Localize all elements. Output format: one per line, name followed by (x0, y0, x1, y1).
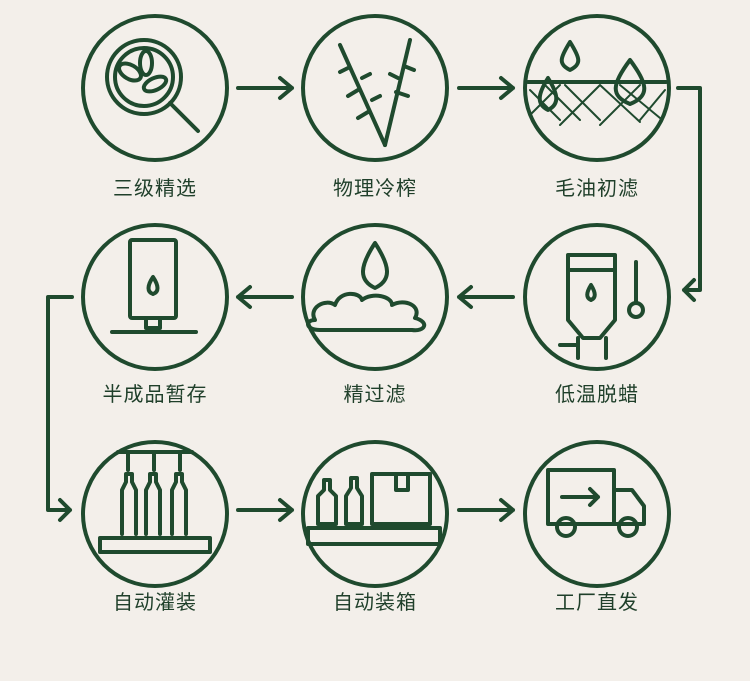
step-circle (523, 14, 671, 162)
step-circle (523, 440, 671, 588)
arrow-right-icon (457, 498, 515, 522)
delivery-truck-icon (546, 468, 646, 538)
tank-thermometer-icon (558, 253, 645, 360)
storage-tank-icon (110, 238, 198, 334)
step-label-selection: 三级精选 (113, 176, 197, 200)
step-circle (81, 440, 229, 588)
arrow-right-icon (236, 76, 294, 100)
arrow-left-icon (457, 285, 515, 309)
step-circle (81, 223, 229, 371)
arrow-right-icon (236, 498, 294, 522)
step-circle (301, 14, 449, 162)
connector-arrow-icon (46, 295, 74, 522)
arrow-right-icon (457, 76, 515, 100)
step-label-boxing: 自动装箱 (333, 590, 417, 614)
step-circle (301, 440, 449, 588)
step-label-shipping: 工厂直发 (555, 590, 639, 614)
drop-cloud-icon (306, 241, 427, 333)
bottle-filling-icon (98, 450, 212, 554)
step-label-storage: 半成品暂存 (102, 382, 208, 406)
connector-arrow-icon (676, 86, 702, 302)
step-circle (81, 14, 229, 162)
boxing-conveyor-icon (306, 472, 442, 546)
step-label-filling: 自动灌装 (113, 590, 197, 614)
step-label-dewaxing: 低温脱蜡 (555, 382, 639, 406)
step-label-crude-filter: 毛油初滤 (555, 176, 639, 200)
oil-drops-filter-icon (526, 40, 668, 126)
step-label-cold-press: 物理冷榨 (333, 176, 417, 200)
arrow-left-icon (236, 285, 294, 309)
step-circle (523, 223, 671, 371)
step-label-fine-filter: 精过滤 (343, 382, 407, 406)
pressed-stems-icon (338, 38, 416, 147)
magnifier-seeds-icon (105, 38, 200, 133)
step-circle (301, 223, 449, 371)
